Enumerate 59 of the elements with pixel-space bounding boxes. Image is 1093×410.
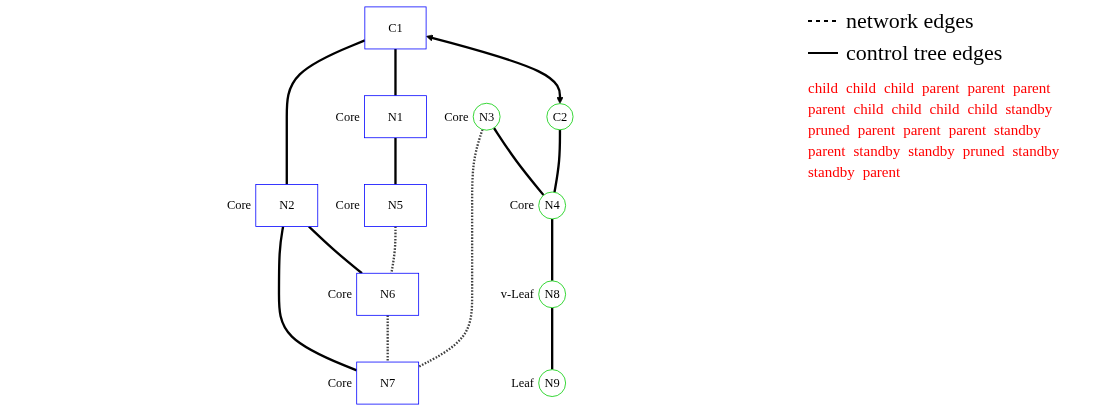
node-caption: Core [335, 197, 360, 212]
connector [390, 226, 397, 273]
edge-end-label: child [967, 101, 998, 118]
node-caption: Core [335, 109, 360, 124]
node-caption: Core [226, 197, 252, 212]
arrow [426, 34, 564, 104]
connector [394, 137, 397, 184]
connector [285, 38, 366, 184]
edge-end-label: parent [1012, 80, 1051, 97]
edge-end-label: child [846, 80, 876, 97]
edge-end-label: standby [808, 164, 855, 181]
connector [553, 129, 562, 192]
edge-end-label: standby [1005, 101, 1053, 118]
edge-end-label: parent [948, 122, 987, 139]
node-caption: Leaf [511, 375, 535, 390]
node-circle: N8 [538, 279, 566, 308]
edge-end-label: pruned [962, 143, 1005, 160]
node-caption: Core [327, 286, 353, 301]
edge-end-label: child [891, 101, 922, 118]
node-box: N5 [364, 183, 427, 227]
edge-end-label: parent [967, 80, 1005, 97]
node-box: N6 [356, 272, 420, 316]
node-circle: N9 [538, 368, 566, 397]
connector [551, 218, 554, 281]
node-caption: Core [444, 109, 469, 124]
legend-text: network edges [846, 8, 974, 34]
edge-end-label: pruned [808, 122, 850, 139]
edge-end-label: standby [908, 143, 955, 160]
edge-end-label: parent [922, 80, 960, 97]
node-box: N7 [356, 361, 420, 404]
connector [394, 48, 397, 96]
node-caption: v-Leaf [500, 286, 535, 301]
edge-end-label: standby [853, 143, 901, 160]
node-circle: N3 [472, 102, 501, 131]
edge-end-label: child [884, 80, 914, 97]
connector [277, 225, 358, 371]
connector [551, 307, 554, 370]
node-caption: Core [327, 375, 353, 390]
node-box: N2 [255, 183, 319, 227]
edge-end-label: child [853, 101, 884, 118]
edge-end-label: parent [903, 122, 941, 139]
connector [308, 225, 363, 274]
node-box: C1 [364, 6, 427, 49]
node-box: N1 [364, 94, 427, 138]
edge-end-label: child [929, 101, 960, 118]
connector [386, 314, 389, 362]
connector [418, 128, 484, 368]
node-circle: N4 [538, 191, 566, 219]
edge-end-label: parent [857, 122, 896, 139]
edge-end-label: standby [1012, 143, 1060, 160]
edge-end-label: standby [994, 122, 1041, 139]
node-circle: C2 [546, 102, 574, 130]
node-caption: Core [509, 197, 535, 212]
legend-text: control tree edges [846, 40, 1003, 66]
edge-end-label: child [808, 80, 838, 97]
connector [493, 126, 545, 196]
edge-end-label: parent [808, 101, 846, 118]
edge-end-label: parent [862, 164, 901, 181]
edge-end-label: parent [808, 143, 846, 160]
